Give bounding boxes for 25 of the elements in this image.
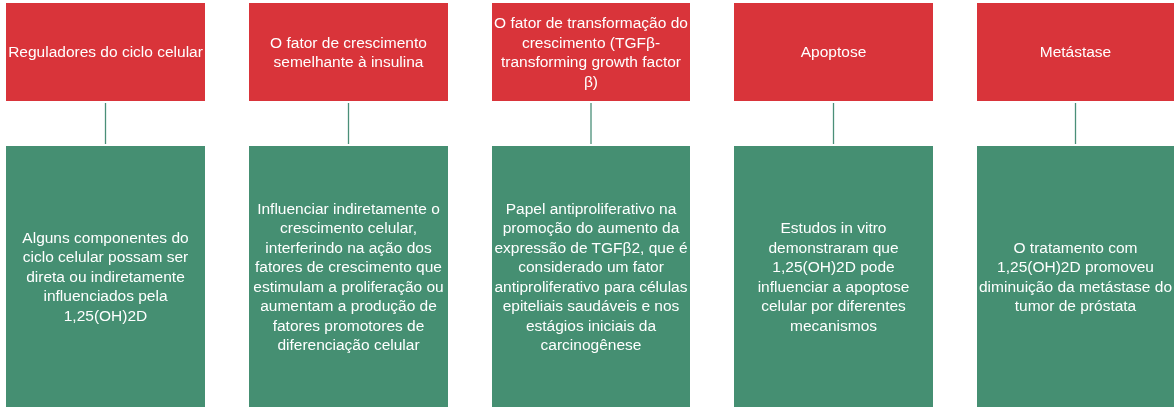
topic-box xyxy=(492,3,690,101)
description-text: Papel antiproliferativo na promoção do aumento da expressão de TGFβ2, que é considerado um fator antiproliferativo para células epiteliais saudáveis e nos estágios iniciais da carcinogênese xyxy=(494,198,688,355)
connector-line xyxy=(347,102,350,145)
topic-text: Metástase xyxy=(1039,42,1112,62)
description-text: O tratamento com 1,25(OH)2D promoveu diminuição da metástase do tumor de próstata xyxy=(979,237,1172,316)
description-box xyxy=(977,146,1174,407)
description-box xyxy=(249,146,448,407)
topic-box xyxy=(6,3,205,101)
connector-line xyxy=(832,102,835,145)
topic-text: O fator de transformação do crescimento (TGFβ-transforming growth factor β) xyxy=(494,13,688,91)
connector-line xyxy=(590,102,592,145)
topic-box xyxy=(734,3,933,101)
description-text: Estudos in vitro demonstraram que 1,25(OH)2D pode influenciar a apoptose celular por diferentes mecanismos xyxy=(756,218,911,335)
description-box xyxy=(6,146,205,407)
description-box xyxy=(492,146,690,407)
connector-line xyxy=(1074,102,1077,145)
topic-box xyxy=(977,3,1174,101)
topic-text: Reguladores do ciclo celular xyxy=(8,42,203,62)
topic-box xyxy=(249,3,448,101)
description-text: Influenciar indiretamente o crescimento celular, interferindo na ação dos fatores de crescimento que estimulam a proliferação ou aumentam a produção de fatores promotores de diferenciação celular xyxy=(252,198,445,355)
description-text: Alguns componentes do ciclo celular possam ser direta ou indiretamente influenciados pela 1,25(OH)2D xyxy=(21,227,190,326)
topic-text: Apoptose xyxy=(800,42,867,62)
connector-line xyxy=(104,102,107,145)
topic-text: O fator de crescimento semelhante à insulina xyxy=(269,32,428,72)
description-box xyxy=(734,146,933,407)
